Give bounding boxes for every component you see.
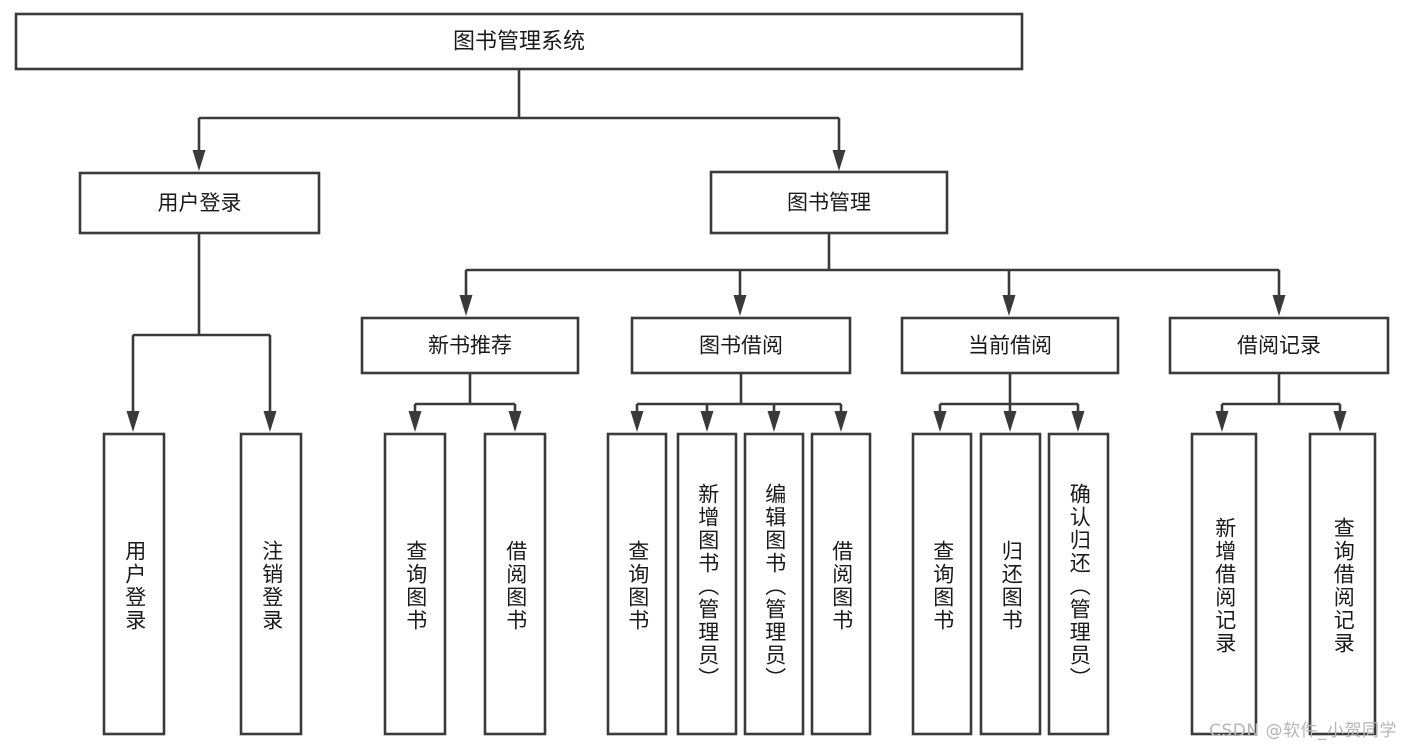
- node-box-leaf-3[interactable]: [483, 432, 547, 736]
- arrow-head-icon: [1272, 295, 1286, 316]
- node-box-leaf-9[interactable]: [979, 432, 1042, 736]
- node-box-level3-0[interactable]: [360, 316, 580, 375]
- arrow-head-icon: [1003, 411, 1017, 432]
- node-box-leaf-4[interactable]: [606, 432, 668, 736]
- node-box-leaf-2[interactable]: [383, 432, 447, 736]
- arrow-head-icon: [1071, 411, 1085, 432]
- arrow-head-icon: [1333, 411, 1347, 432]
- node-box-leaf-1[interactable]: [239, 432, 303, 736]
- arrow-head-icon: [192, 150, 206, 171]
- arrow-head-icon: [767, 411, 781, 432]
- node-box-leaf-6[interactable]: [743, 432, 805, 736]
- arrow-head-icon: [1002, 295, 1016, 316]
- node-box-leaf-5[interactable]: [676, 432, 738, 736]
- arrow-head-icon: [733, 295, 747, 316]
- connector-line: [197, 69, 839, 152]
- node-box-leaf-0[interactable]: [102, 432, 166, 736]
- node-box-level3-2[interactable]: [900, 316, 1120, 375]
- node-box-layer: [14, 12, 1390, 736]
- node-box-leaf-11[interactable]: [1190, 432, 1258, 736]
- connector-line: [1220, 373, 1342, 413]
- arrow-head-icon: [459, 295, 473, 316]
- arrow-head-icon: [834, 411, 848, 432]
- node-box-leaf-7[interactable]: [810, 432, 872, 736]
- node-box-leaf-10[interactable]: [1047, 432, 1110, 736]
- node-box-root[interactable]: [14, 12, 1024, 71]
- node-box-level2-0[interactable]: [78, 171, 321, 235]
- node-box-level2-1[interactable]: [709, 170, 949, 235]
- arrow-head-icon: [630, 411, 644, 432]
- node-box-leaf-8[interactable]: [911, 432, 973, 736]
- connector-line: [464, 233, 1281, 297]
- arrow-head-icon: [1215, 411, 1229, 432]
- node-label-level3-2: 当前借阅: [968, 334, 1052, 358]
- node-box-level3-1[interactable]: [630, 316, 852, 375]
- node-label-level2-1: 图书管理: [787, 191, 871, 215]
- node-box-leaf-12[interactable]: [1308, 432, 1377, 736]
- connector-line: [413, 373, 517, 413]
- arrow-head-icon: [700, 411, 714, 432]
- node-label-root: 图书管理系统: [453, 30, 585, 55]
- connector-line: [131, 233, 272, 413]
- connector-layer: [131, 69, 1342, 413]
- connector-line: [635, 373, 843, 413]
- arrow-head-icon: [263, 411, 277, 432]
- node-box-level3-3[interactable]: [1168, 316, 1390, 375]
- arrow-head-icon: [933, 411, 947, 432]
- node-label-level3-0: 新书推荐: [428, 334, 512, 358]
- arrow-head-layer: [126, 150, 1347, 432]
- node-label-level3-3: 借阅记录: [1237, 334, 1321, 358]
- node-label-level3-1: 图书借阅: [699, 334, 783, 358]
- arrow-head-icon: [508, 411, 522, 432]
- connector-line: [938, 373, 1080, 413]
- arrow-head-icon: [408, 411, 422, 432]
- watermark: CSDN @软件_小贺同学: [1209, 721, 1397, 741]
- arrow-head-icon: [832, 150, 846, 171]
- node-label-level2-0: 用户登录: [158, 191, 242, 215]
- arrow-head-icon: [126, 411, 140, 432]
